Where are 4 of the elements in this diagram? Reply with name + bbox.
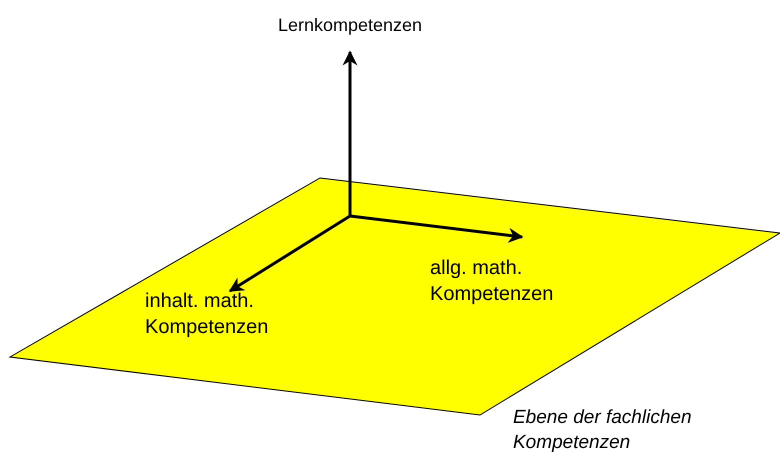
plane-caption: Ebene der fachlichen Kompetenzen (513, 406, 693, 455)
axis-label: inhalt. math. Kompetenzen (145, 289, 270, 340)
axis-label: Lernkompetenzen (276, 14, 424, 37)
axis-label: allg. math. Kompetenzen (430, 256, 554, 307)
